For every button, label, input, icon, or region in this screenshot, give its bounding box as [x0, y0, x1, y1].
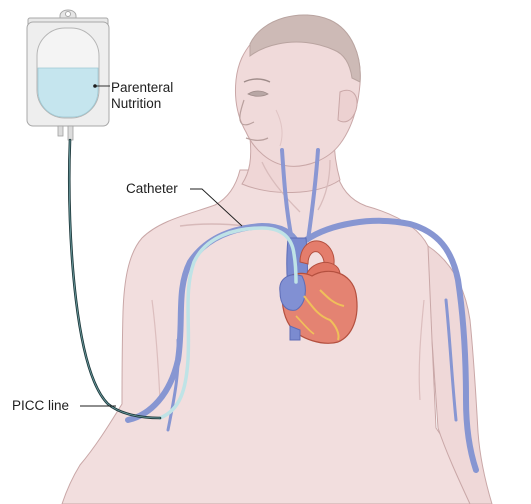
ear	[338, 90, 357, 122]
parenteral-nutrition-label-line1: Parenteral	[111, 80, 173, 96]
iv-bag-fluid	[38, 68, 98, 117]
iv-bag	[27, 10, 109, 140]
picc-line-label: PICC line	[12, 398, 69, 414]
iv-bag-port-right	[68, 126, 73, 140]
iv-bag-hanger-hole	[66, 12, 71, 17]
parenteral-nutrition-label: Parenteral Nutrition	[111, 80, 173, 112]
iv-bag-port-left	[58, 126, 63, 136]
catheter-label: Catheter	[126, 181, 178, 197]
torso	[62, 170, 482, 504]
right-atrium	[280, 275, 306, 311]
parenteral-nutrition-label-line2: Nutrition	[111, 96, 173, 112]
